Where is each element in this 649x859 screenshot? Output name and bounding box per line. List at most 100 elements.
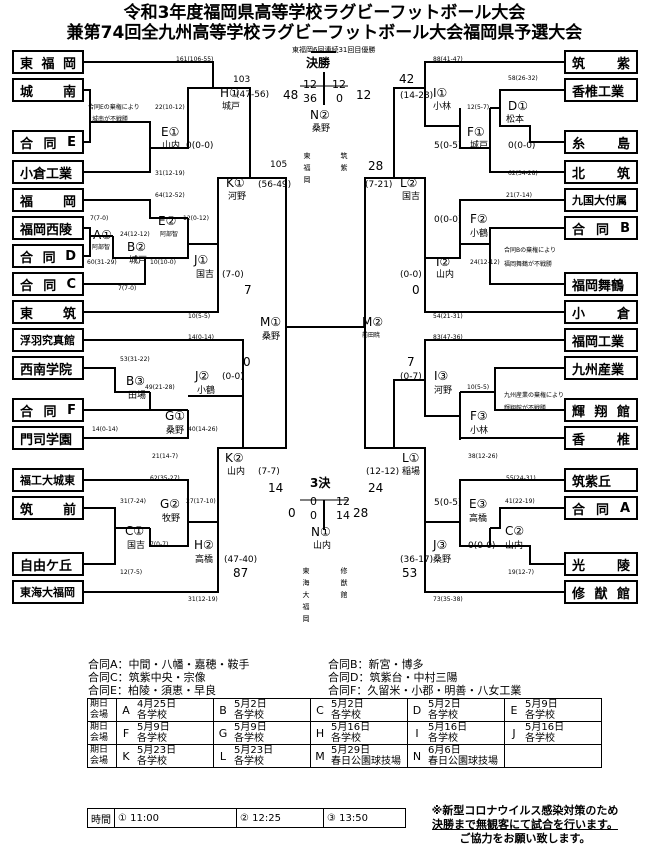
left-label: 14(0-14) [92,426,118,433]
left-label: 桑野 [166,426,185,436]
schedule-cell: 5月9日各学校 [232,721,311,745]
third-venue: 山内 [313,541,332,551]
legend-entry: 合同F：久留米・小郡・明善・八女工業 [328,684,522,697]
right-label: I③ [434,369,449,383]
team-left-14: 筑前 [12,496,84,520]
schedule-match-key: H [310,721,329,745]
final-note: 東福岡6回連続31回目優勝 [292,46,376,54]
left-label: 64(12-52) [155,192,185,199]
page-title: 令和3年度福岡県高等学校ラグビーフットボール大会 [123,3,526,23]
team-left-9: 浮羽究真館 [12,328,84,352]
right-label: 前田暁 [362,332,381,339]
left-label: (56-49) [258,180,292,190]
schedule-match-key: I [407,721,426,745]
left-label: 国吉 [127,541,146,551]
third-h1-right: 12 [336,495,350,508]
right-label: 0(0-0) [434,215,462,225]
left-label: C① [125,524,145,538]
left-label: 53(31-22) [120,356,150,363]
right-label: 58(26-32) [508,75,538,82]
right-label: 24 [368,481,384,495]
left-label: (47-56) [236,90,270,100]
right-label: 輝翔館が不戦勝 [504,405,547,412]
schedule-cell: 4月25日各学校 [135,698,214,722]
left-label: 7(7-0) [118,285,137,292]
right-label: (36-17) [400,555,434,565]
right-label: 桑野 [433,555,452,565]
left-label: B② [127,240,146,254]
third-runner-vertical: 修猷館 [340,567,348,599]
team-right-6: 福岡舞鶴 [564,272,638,296]
right-label: F③ [470,409,488,423]
team-left-12: 門司学園 [12,426,84,450]
schedule-cell: 5月16日各学校 [426,721,505,745]
schedule-cell [523,744,602,768]
left-label: 小鶴 [197,386,216,396]
right-label: 88(41-47) [433,56,463,63]
left-label: H② [194,538,214,552]
right-label: 小林 [433,102,452,112]
legend-entry: 合同E：柏陵・須恵・早良 [88,684,216,697]
team-right-9: 九州産業 [564,356,638,380]
left-label: E② [158,214,177,228]
left-label: 14 [268,481,284,495]
left-label: 桑野 [262,332,281,342]
left-label: 22(10-12) [155,104,185,111]
right-label: 19(12-7) [508,569,534,576]
legend-entry: 合同D：筑紫台・中村三陽 [328,671,458,684]
team-right-7: 小倉 [564,300,638,324]
left-label: 牧野 [162,514,181,524]
team-right-1: 香椎工業 [564,78,638,102]
final-winner-vertical: 東福岡 [303,152,311,184]
left-label: (47-40) [224,555,258,565]
left-label: 105 [270,160,288,170]
right-label: 九州産業の棄権により [504,392,564,399]
schedule-cell: 5月29日春日公園球技場 [329,744,408,768]
left-label: 12(0-12) [183,215,209,222]
left-label: 7(7-0) [90,215,109,222]
schedule-match-key: E [504,698,523,722]
legend-entry: 合同C：筑紫中央・宗像 [88,671,206,684]
schedule-match-key: F [116,721,135,745]
final-score-right: 12 [356,88,372,102]
right-label: 0(0-0) [508,141,536,151]
left-label: 62(35-27) [150,475,180,482]
team-right-12: 筑紫丘 [564,468,638,492]
right-label: 62(34-28) [508,170,538,177]
right-label: 24(12-12) [470,259,500,266]
legend-entry: 合同A：中間・八幡・嘉穂・鞍手 [88,658,250,671]
left-label: 14(0-14) [188,334,214,341]
third-h2-right: 14 [336,509,350,522]
team-left-10: 西南学院 [12,356,84,380]
third-score-right: 28 [353,506,369,520]
final-h2-left: 36 [303,92,317,105]
left-label: 田場 [128,391,147,401]
right-label: 0(0-0) [468,541,496,551]
left-label: 21(14-7) [152,453,178,460]
team-left-5: 福岡西陵 [12,216,84,240]
team-left-0: 東福岡 [12,50,84,74]
final-venue: 桑野 [312,124,331,134]
left-label: (7-0) [222,270,244,280]
left-label: 87 [233,566,249,580]
left-label: G① [165,409,186,423]
left-label: 7(0-7) [150,541,169,548]
left-label: 31(12-19) [155,170,185,177]
schedule-match-key: A [116,698,135,722]
final-label: 決勝 [306,56,331,70]
left-label: J② [195,369,210,383]
schedule-cell: 5月16日各学校 [329,721,408,745]
right-label: C② [505,524,525,538]
third-game: N① [311,525,331,539]
right-label: 国吉 [402,192,421,202]
schedule-match-key: M [310,744,329,768]
third-h1-left: 0 [310,495,317,508]
right-label: (7-21) [365,180,393,190]
right-label: 山内 [436,270,455,280]
schedule-cell: 5月2日各学校 [329,698,408,722]
right-label: 合同Bの棄権により [504,247,556,254]
schedule-match-key [504,744,523,768]
